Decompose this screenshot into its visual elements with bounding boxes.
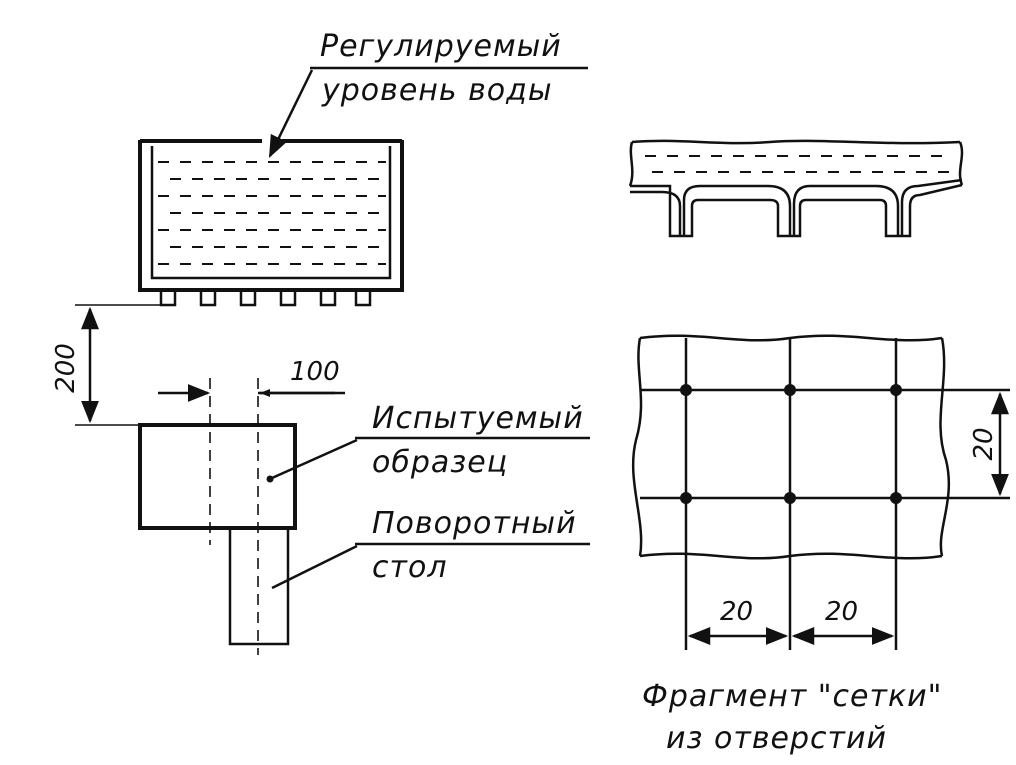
grid-horizontal-dimension: 20 20	[687, 597, 895, 645]
test-sample-leader	[271, 438, 358, 480]
test-sample-callout: Испытуемый образец	[266, 401, 590, 483]
grid-h-dim-value-2: 20	[825, 597, 858, 627]
plate-inner-profile	[630, 178, 963, 236]
tank-nozzles	[159, 288, 372, 307]
turntable-shaft	[228, 526, 290, 646]
grid-caption-line2: из отверстий	[666, 721, 887, 756]
grid-fragment-caption: Фрагмент "сетки" из отверстий	[642, 679, 942, 756]
turntable-label-line2: стол	[372, 550, 448, 585]
grid-vertical-dimension: 20	[969, 391, 1009, 497]
grid-caption-line1: Фрагмент "сетки"	[642, 679, 942, 714]
water-level-label-line2: уровень воды	[321, 73, 553, 108]
grid-h-dim-value-1: 20	[720, 597, 753, 627]
tank-outer-wall	[138, 140, 404, 292]
plate-cross-section	[628, 139, 964, 238]
turntable-leader	[271, 544, 358, 590]
test-sample	[138, 378, 297, 655]
grid-holes	[680, 384, 902, 504]
test-sample-label-line2: образец	[372, 445, 508, 480]
plate-water-surface	[631, 139, 961, 145]
water-tank	[138, 139, 404, 307]
turntable	[228, 526, 290, 646]
width-dimension: 100	[158, 357, 345, 402]
turntable-callout: Поворотный стол	[271, 506, 590, 590]
sample-body	[138, 423, 297, 530]
height-dim-value: 200	[51, 343, 81, 393]
width-dim-value: 100	[290, 357, 340, 387]
test-sample-label-line1: Испытуемый	[372, 401, 584, 436]
grid-vertical-dim-value: 20	[969, 427, 999, 460]
water-level-callout: Регулируемый уровень воды	[268, 29, 588, 159]
tank-inner-wall	[150, 146, 392, 280]
water-level-label-line1: Регулируемый	[320, 29, 562, 64]
water-level-leader	[268, 69, 314, 159]
tank-water	[158, 161, 386, 265]
height-dimension: 200	[51, 304, 160, 426]
turntable-label-line1: Поворотный	[372, 506, 577, 541]
hole-grid	[631, 334, 1010, 650]
plate-outer-profile	[630, 183, 963, 238]
